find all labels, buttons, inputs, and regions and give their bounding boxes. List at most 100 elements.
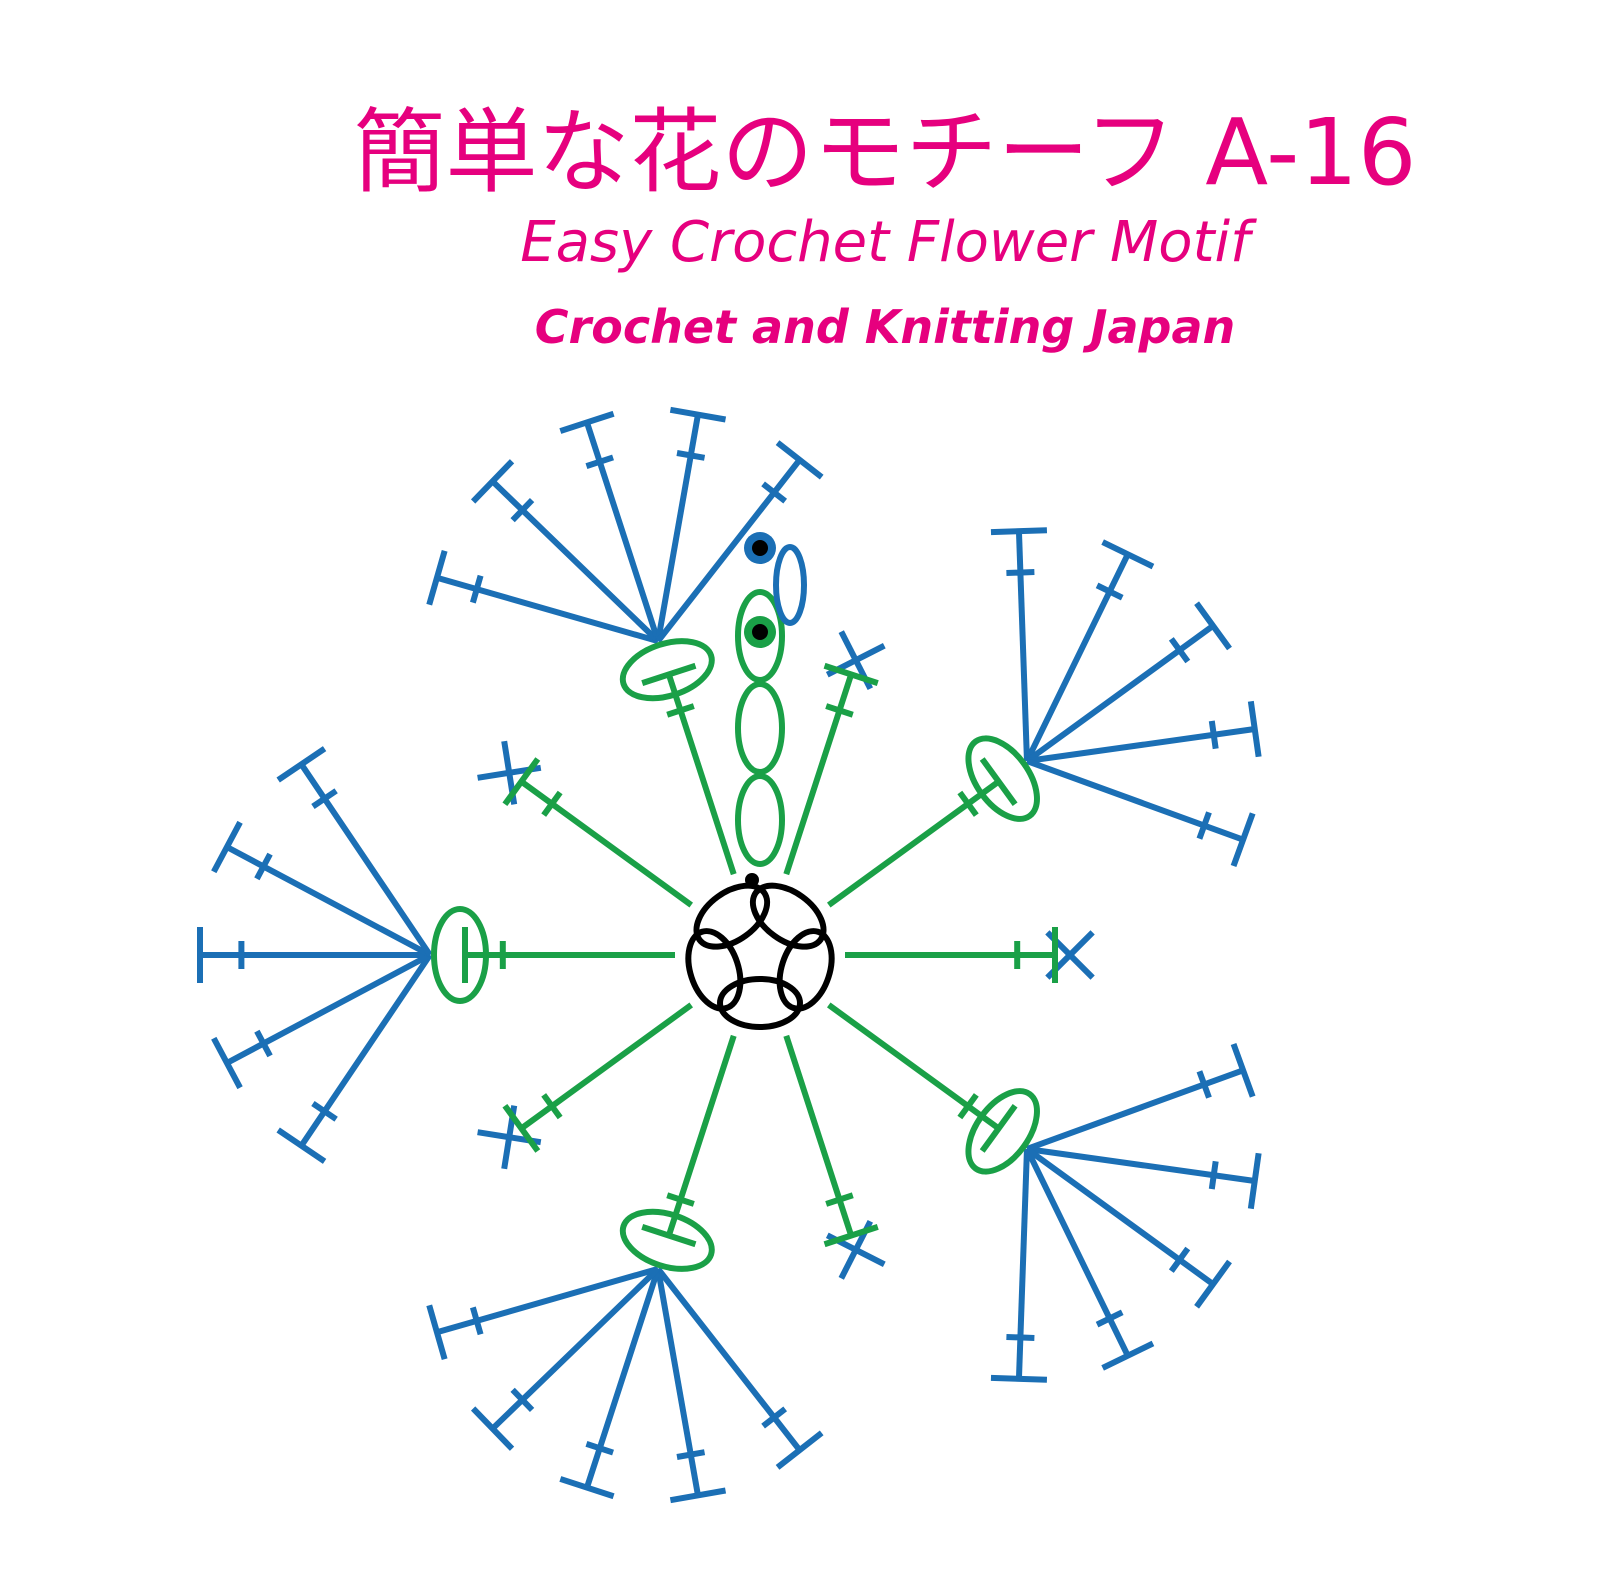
round2-start-chain-2 — [735, 681, 785, 775]
fan-2-treble-3 — [1025, 601, 1232, 764]
fan-4-treble-4-bar — [470, 1406, 515, 1451]
fan-4-treble-3-tick — [585, 1441, 614, 1456]
fan-2-treble-2-bar — [1101, 539, 1155, 570]
round2-start-chain-3 — [735, 589, 785, 683]
fan-2-treble-1 — [990, 527, 1048, 762]
fan-3-treble-3 — [1025, 1146, 1232, 1309]
round2-treble-6-stem — [665, 1034, 737, 1237]
fan-5-treble-1-stem — [298, 953, 433, 1148]
round2-treble-6-bar — [641, 1224, 697, 1248]
round2-chain-2 — [965, 1088, 1040, 1175]
fan-3-treble-4 — [1024, 1147, 1155, 1371]
round2-treble-5-stem — [783, 1034, 855, 1237]
round2-treble-9 — [502, 757, 693, 908]
fan-5-treble-2-bar — [211, 1036, 243, 1090]
fan-4-treble-3 — [559, 1267, 661, 1500]
fan-4-treble-4 — [470, 1266, 661, 1451]
fan-3-treble-5-tick — [1006, 1333, 1035, 1341]
round2-treble-5-bar — [823, 1224, 879, 1248]
fan-1-treble-5-stem — [655, 458, 802, 643]
round2-treble-4-stem — [827, 1002, 1001, 1131]
fan-1-treble-2 — [470, 459, 661, 644]
round2-treble-6-tick — [666, 1192, 695, 1207]
round2-treble-2-bar — [979, 757, 1018, 807]
round3-start-core — [752, 540, 768, 556]
round2-start-core — [752, 624, 768, 640]
fan-4-treble-5-tick — [469, 1306, 484, 1336]
round2-treble-4-bar — [979, 1103, 1018, 1153]
fan-4-treble-5-stem — [436, 1265, 659, 1336]
fan-1-treble-1-tick — [469, 574, 484, 604]
round2-treble-5-tick — [825, 1192, 854, 1207]
round2-chain-4 — [431, 906, 489, 1004]
fan-5-treble-2-stem — [225, 952, 432, 1066]
fan-4-treble-3-bar — [559, 1476, 615, 1500]
fan-4-treble-5-bar — [426, 1304, 448, 1360]
fan-1-treble-2-tick — [510, 497, 535, 523]
center-chain-5 — [693, 882, 771, 950]
fan-5-treble-1-bar — [276, 1127, 327, 1164]
fan-5-treble-2 — [211, 952, 432, 1090]
fan-4-treble-2 — [655, 1268, 727, 1504]
fan-5-treble-4 — [211, 820, 432, 958]
fan-5-treble-4-stem — [225, 844, 432, 958]
fan-1-treble-4 — [655, 406, 727, 642]
round-1-ring — [685, 873, 835, 1030]
fan-1-treble-4-tick — [676, 450, 706, 461]
fan-1-treble-2-stem — [490, 479, 661, 644]
round2-treble-7 — [502, 1002, 693, 1153]
brand-name: Crochet and Knitting Japan — [534, 300, 1236, 354]
fan-5-treble-1-tick — [311, 1101, 338, 1122]
center-chain-1 — [749, 882, 827, 950]
round2-start-chain-1 — [735, 773, 785, 867]
round2-treble-10-bar — [641, 662, 697, 686]
fan-2 — [990, 527, 1262, 868]
fan-4-treble-3-stem — [584, 1267, 661, 1489]
fan-5-treble-5 — [276, 746, 433, 957]
round2-treble-1 — [783, 662, 879, 876]
round2-treble-4 — [827, 1002, 1018, 1153]
center-chain-2 — [776, 928, 835, 1012]
fan-3-treble-1 — [1025, 1042, 1256, 1152]
round2-treble-8 — [462, 927, 675, 983]
round2-chain-3 — [619, 1208, 715, 1272]
fan-2-treble-2-stem — [1024, 552, 1131, 763]
fan-1-treble-5-tick — [761, 481, 788, 504]
fan-4-treble-1-tick — [761, 1406, 788, 1429]
fan-3-treble-1-stem — [1025, 1067, 1245, 1152]
fan-2-treble-5-bar — [1230, 812, 1256, 868]
fan-3-treble-3-tick — [1168, 1246, 1191, 1273]
fan-1-treble-1-stem — [436, 574, 659, 645]
fan-4-treble-2-stem — [655, 1268, 701, 1496]
fan-5-treble-4-bar — [211, 820, 243, 874]
fan-1-treble-5 — [655, 440, 824, 643]
fan-5-treble-3 — [197, 927, 430, 983]
fan-5-treble-4-tick — [254, 852, 273, 881]
fan-1-treble-3-tick — [585, 454, 614, 469]
round2-treble-7-tick — [541, 1093, 563, 1120]
fan-3-treble-5 — [990, 1148, 1048, 1383]
center-start-dot — [745, 873, 759, 887]
round2-treble-9-bar — [502, 757, 541, 807]
fan-2-treble-1-bar — [990, 527, 1048, 536]
fan-2-treble-4 — [1026, 700, 1262, 765]
fan-4-treble-1 — [655, 1267, 824, 1470]
fan-1-treble-3-bar — [559, 410, 615, 434]
fan-2-treble-1-stem — [1015, 531, 1030, 762]
round-3-fans — [197, 406, 1262, 1504]
round2-treble-7-stem — [519, 1002, 693, 1131]
round2-treble-2-stem — [827, 779, 1001, 908]
fan-5-treble-5-bar — [276, 746, 327, 783]
round2-treble-4-tick — [957, 1093, 979, 1120]
fan-4-treble-1-stem — [655, 1267, 802, 1452]
round-2-stitches — [431, 589, 1058, 1272]
round2-treble-1-tick — [825, 703, 854, 718]
round2-treble-10-stem — [665, 673, 737, 876]
fan-5-treble-5-tick — [311, 788, 338, 809]
fan-3-treble-2-stem — [1026, 1145, 1256, 1184]
fan-4-treble-4-stem — [490, 1266, 661, 1431]
fan-5-treble-2-tick — [254, 1029, 273, 1058]
page-title: 簡単な花のモチーフ A-16 — [353, 99, 1417, 206]
fan-1-treble-4-bar — [669, 406, 727, 423]
round2-treble-3 — [845, 927, 1058, 983]
